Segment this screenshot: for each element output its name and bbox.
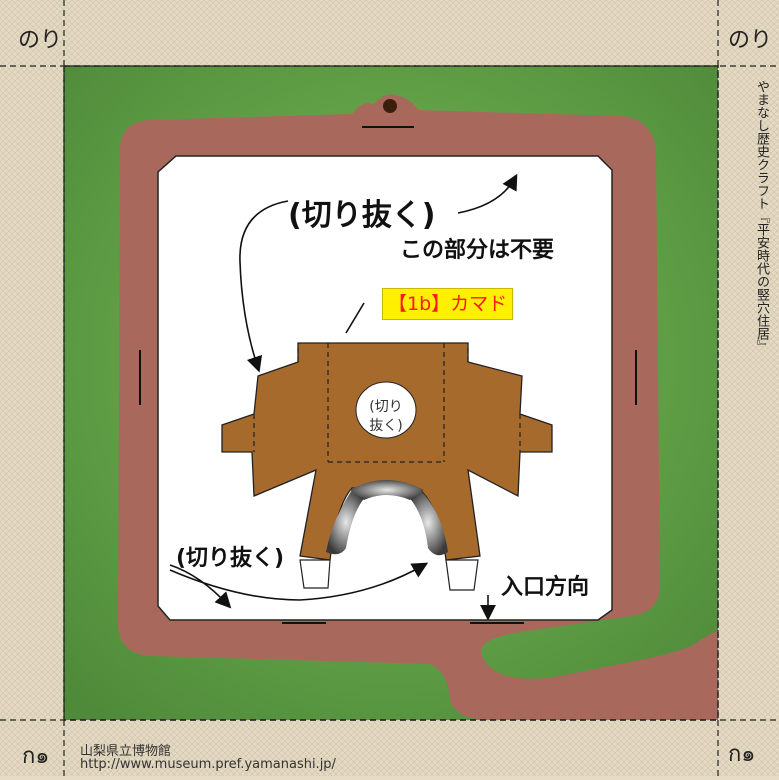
soot-top bbox=[350, 480, 424, 500]
arrow-to-body bbox=[239, 200, 289, 373]
leader-part-label bbox=[345, 302, 365, 334]
marker-bottom-left: ก๑ bbox=[22, 744, 50, 769]
arrow-bottom-left bbox=[169, 564, 232, 609]
arrow-to-corner bbox=[457, 173, 518, 214]
leg-tab-left bbox=[299, 559, 331, 589]
kamado-hole bbox=[355, 381, 417, 439]
side-credit: やまなし歴史クラフト『平安時代の竪穴住居』 bbox=[754, 80, 769, 353]
part-label: 【1b】カマド bbox=[382, 288, 514, 320]
glue-label-top-right: のり bbox=[728, 28, 773, 53]
hole-label-line1: (切り bbox=[369, 399, 403, 415]
cutout-bottom-label: (切り抜く) bbox=[176, 546, 285, 571]
museum-name: 山梨県立博物館 bbox=[80, 744, 172, 759]
unneeded-note: この部分は不要 bbox=[400, 238, 555, 263]
leg-tab-right bbox=[445, 559, 479, 591]
arrow-bottom-right bbox=[169, 562, 429, 601]
entrance-label: 入口方向 bbox=[501, 575, 590, 600]
soot-right bbox=[408, 490, 448, 556]
kamado-piece bbox=[221, 342, 553, 591]
cutout-main-label: (切り抜く) bbox=[288, 198, 436, 233]
museum-url[interactable]: http://www.museum.pref.yamanashi.jp/ bbox=[80, 757, 336, 772]
glue-label-top-left: のり bbox=[18, 28, 63, 53]
marker-bottom-right: ก๑ bbox=[728, 742, 756, 767]
hole-label-line2: 抜く) bbox=[369, 418, 403, 434]
hang-hole bbox=[383, 99, 397, 113]
kamado-hole-label: (切り 抜く) bbox=[362, 398, 410, 436]
soot-left bbox=[326, 490, 366, 555]
